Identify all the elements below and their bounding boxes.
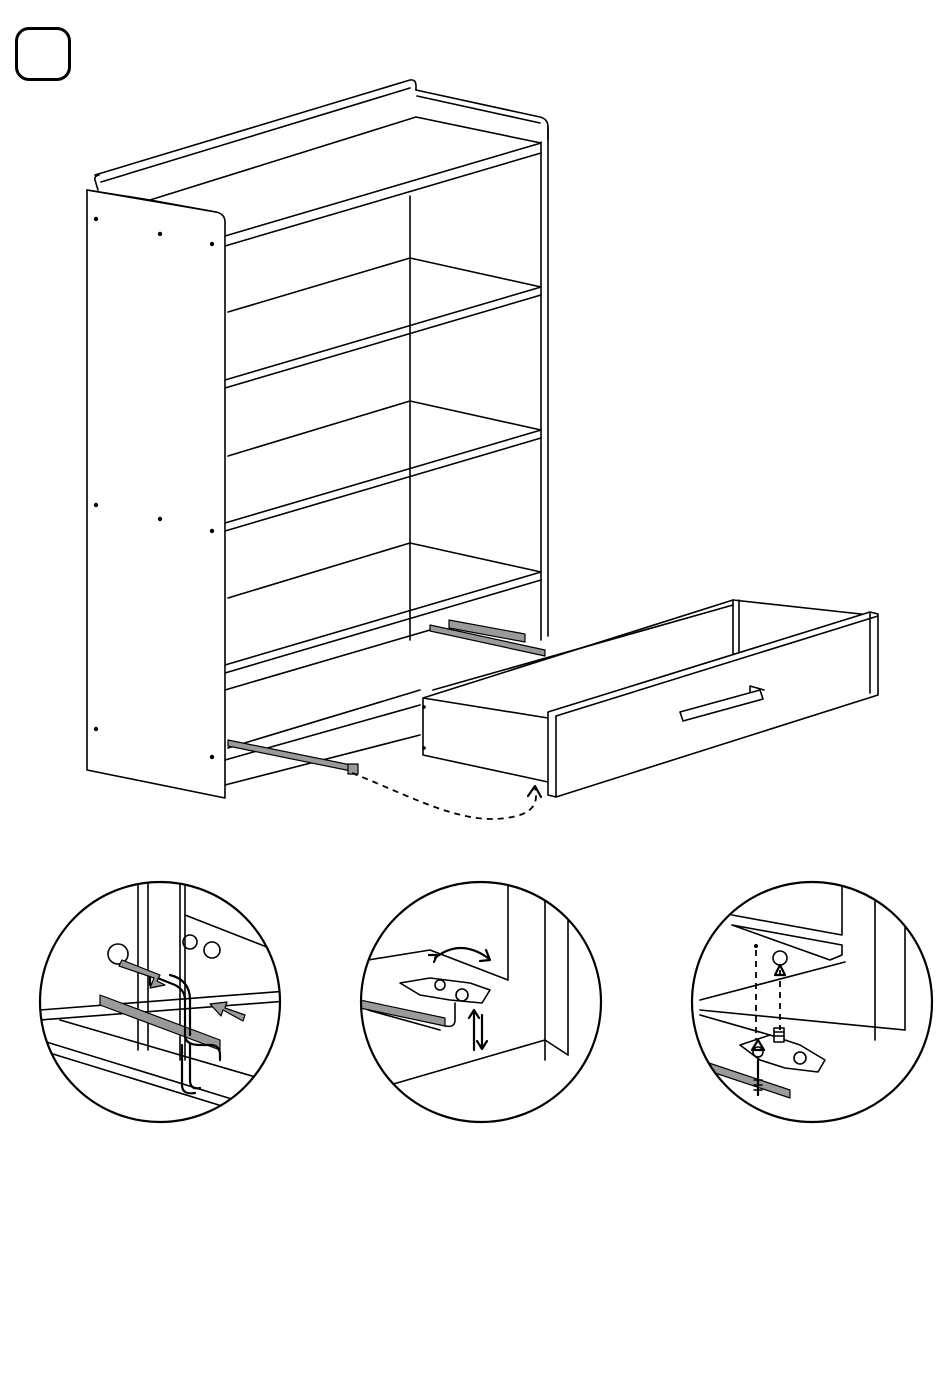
detail-adjuster-icon — [360, 880, 601, 1122]
dashed-arrow-icon — [352, 773, 536, 819]
detail-clip-insert-icon — [40, 880, 300, 1130]
detail-screw-fix-icon — [692, 882, 932, 1122]
step-number-badge — [15, 27, 71, 81]
